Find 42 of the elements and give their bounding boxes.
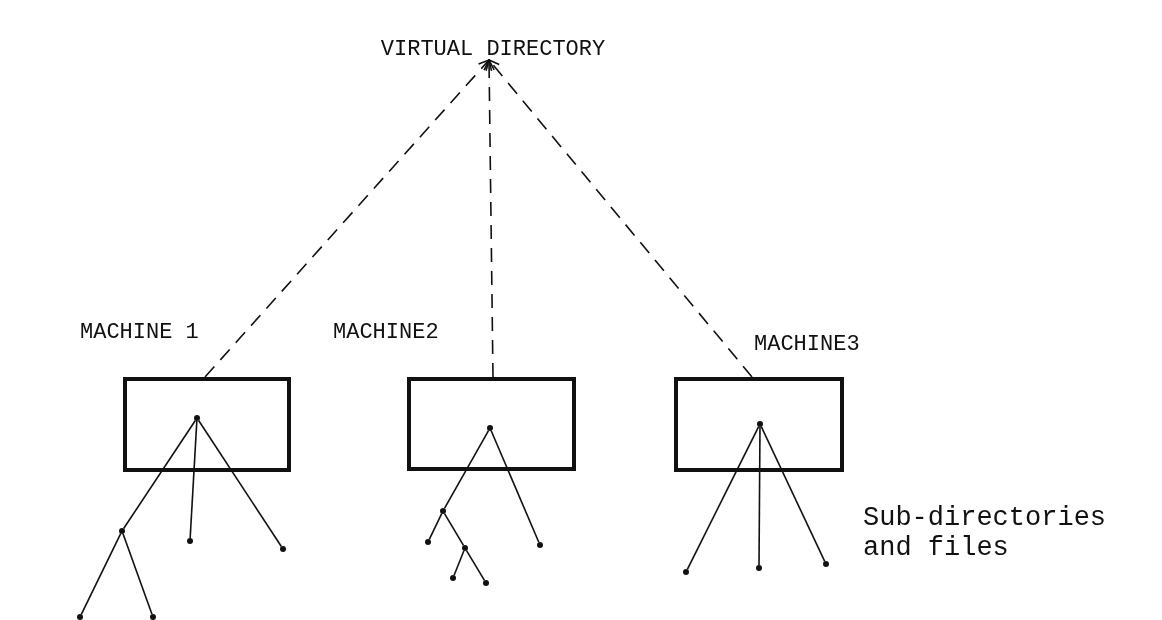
tree-branch-line	[197, 419, 283, 548]
tree-node-dot	[483, 580, 489, 586]
tree-branch-line	[428, 512, 443, 541]
tree-branch-line	[465, 549, 486, 582]
machine-label: MACHINE 1	[80, 322, 199, 344]
tree-node-dot	[77, 614, 83, 620]
tree-node-dot	[823, 561, 829, 567]
dashed-arrow	[488, 59, 753, 378]
tree-node-dot	[187, 538, 193, 544]
directory-label: VIRTUAL DIRECTORY	[373, 40, 613, 60]
tree-branch-line	[189, 420, 198, 539]
tree-node-dot	[119, 528, 125, 534]
machine-label: MACHINE3	[754, 334, 860, 356]
tree-node-dot	[450, 575, 456, 581]
tree-branch-line	[80, 532, 122, 616]
tree-branch-line	[490, 429, 540, 544]
tree-node-dot	[150, 614, 156, 620]
tree-node-dot	[756, 565, 762, 571]
machine-box	[674, 377, 844, 472]
tree-branch-line	[758, 426, 761, 566]
tree-branch-line	[443, 512, 465, 547]
tree-branch-line	[443, 429, 490, 510]
tree-node-dot	[683, 569, 689, 575]
tree-branch-line	[122, 533, 153, 615]
dashed-arrow	[204, 59, 490, 378]
machine-label: MACHINE2	[333, 322, 439, 344]
tree-node-dot	[280, 546, 286, 552]
tree-branch-line	[760, 425, 826, 563]
dashed-arrow	[483, 59, 495, 378]
machine-box	[123, 377, 291, 472]
annotation-text: Sub-directories and files	[863, 503, 1108, 563]
tree-node-dot	[194, 415, 200, 421]
tree-node-dot	[487, 425, 493, 431]
tree-node-dot	[537, 542, 543, 548]
tree-branch-line	[122, 419, 197, 530]
tree-node-dot	[425, 539, 431, 545]
tree-branch-line	[686, 425, 760, 571]
tree-node-dot	[462, 545, 468, 551]
tree-branch-line	[453, 550, 465, 576]
tree-node-dot	[757, 421, 763, 427]
tree-node-dot	[440, 508, 446, 514]
machine-box	[407, 377, 576, 471]
